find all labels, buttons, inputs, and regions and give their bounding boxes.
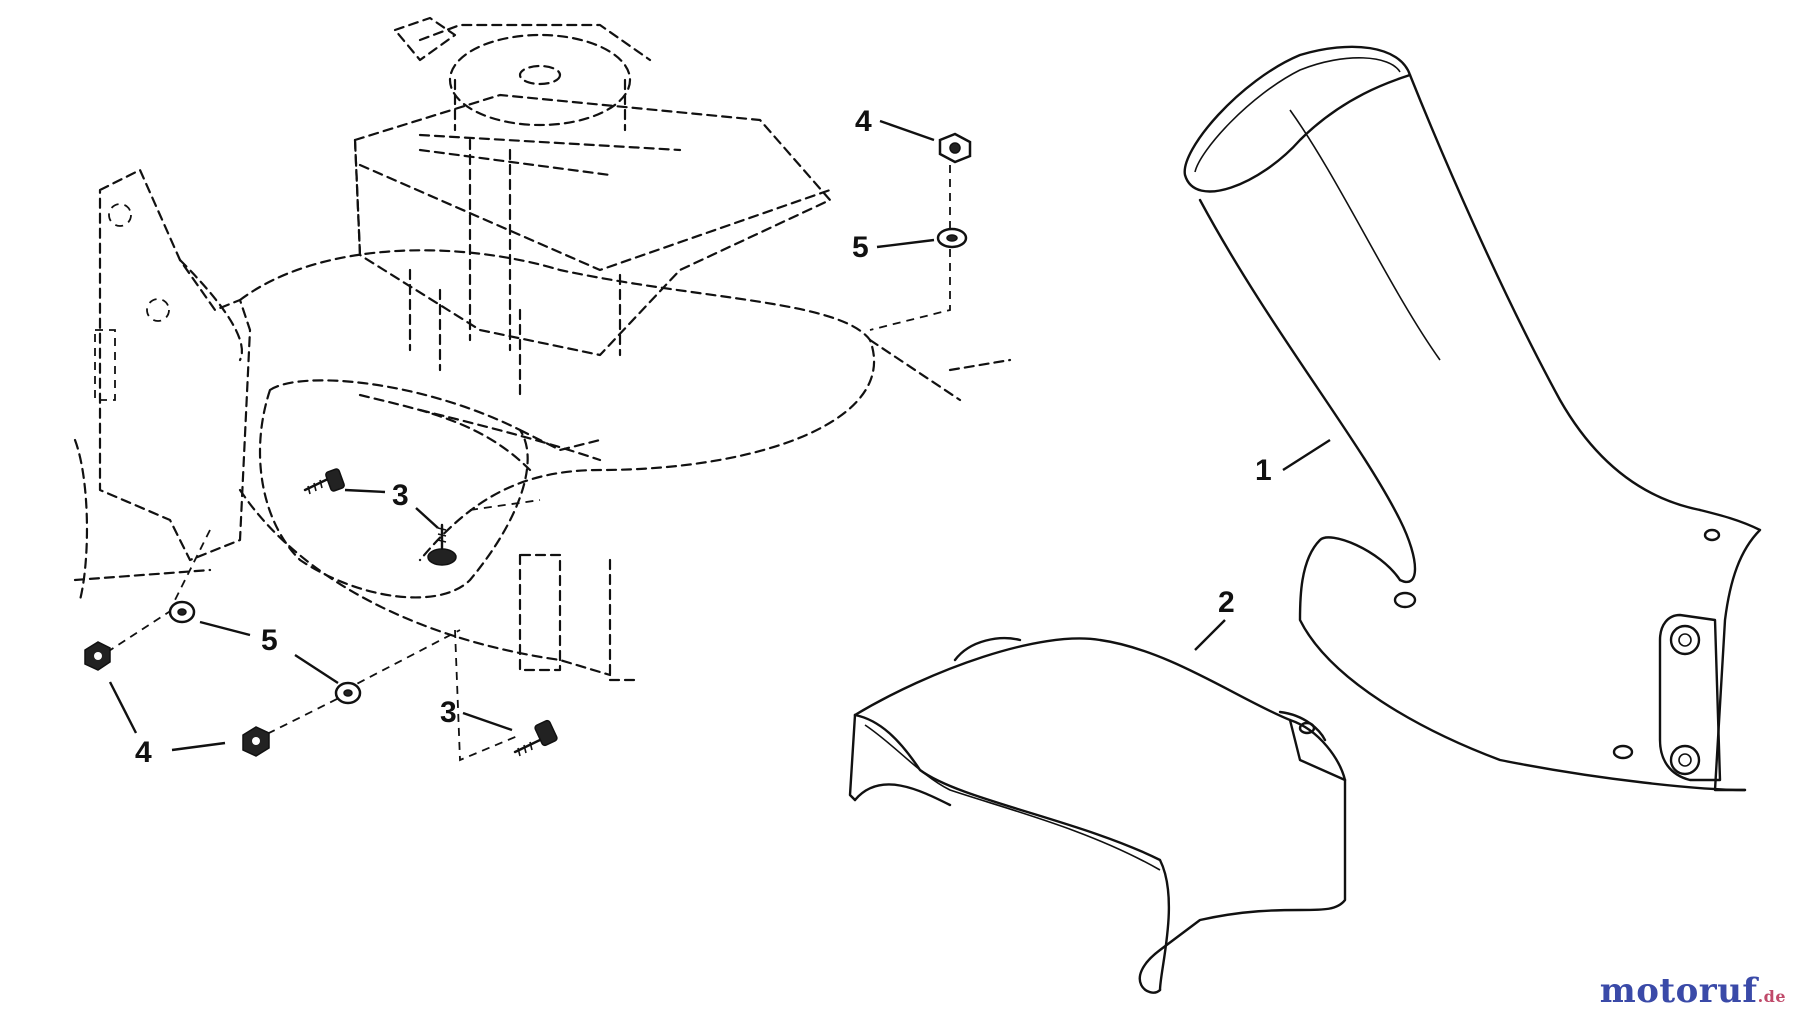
lock-washer-left-b	[334, 681, 362, 705]
hex-nut-top	[938, 132, 972, 164]
callouts: 1 2 3 3 4 4 5 5	[135, 105, 1272, 769]
leader-lines	[108, 119, 1331, 752]
hex-nut-left-b	[242, 726, 270, 757]
discharge-chute-part-1	[1183, 45, 1762, 792]
callout-2: 2	[1218, 586, 1235, 619]
callout-3-lower: 3	[440, 696, 457, 729]
hex-nut-left-a	[84, 641, 111, 671]
callout-3-upper: 3	[392, 479, 409, 512]
callout-4-lower: 4	[135, 736, 152, 769]
bolt-c	[513, 719, 558, 757]
deflector-cover-part-2	[848, 637, 1347, 994]
watermark-main: motoruf	[1599, 971, 1758, 1011]
lock-washer-top	[936, 227, 968, 249]
bolt-a	[303, 468, 345, 495]
hardware	[84, 132, 972, 757]
callout-4-upper: 4	[855, 105, 872, 138]
bolt-b	[427, 523, 457, 566]
lock-washer-left-a	[168, 600, 196, 624]
callout-5-upper: 5	[852, 231, 869, 264]
watermark-suffix: .de	[1757, 987, 1786, 1006]
callout-1: 1	[1255, 454, 1272, 487]
callout-5-lower: 5	[261, 624, 278, 657]
engine-assembly-phantom	[73, 16, 1012, 762]
watermark-logo: motoruf.de	[1600, 971, 1786, 1011]
